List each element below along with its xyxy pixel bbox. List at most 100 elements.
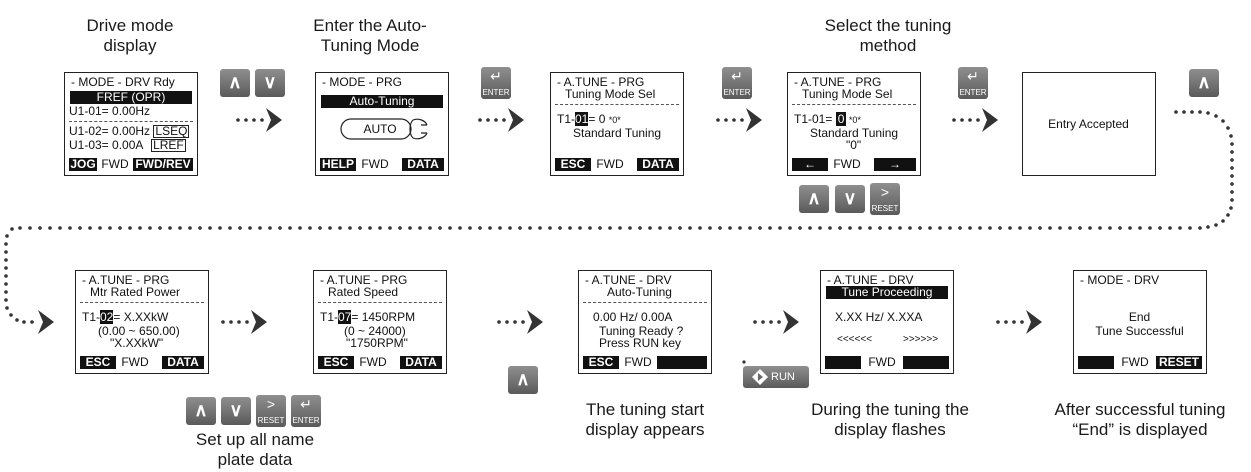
arrow-1 <box>236 108 282 132</box>
lcd-param-t1-01: T1-01= 0 *0* <box>557 112 621 126</box>
lcd-readout: X.XX Hz/ X.XXA <box>835 310 923 324</box>
lseq-indicator: LSEQ <box>153 124 190 138</box>
lcd-ready-prompt: Tuning Ready ? <box>599 324 684 338</box>
soft-key-data: DATA <box>162 356 204 369</box>
lcd-tuning-mode-sel: - A.TUNE - PRG Tuning Mode Sel T1-01= 0 … <box>550 72 684 176</box>
soft-keys: ESC FWD DATA <box>318 356 442 369</box>
up-key[interactable]: ∧ <box>220 69 250 97</box>
down-key[interactable]: ∨ <box>255 69 285 97</box>
lcd-param-t1-07: T1-07= 1450RPM <box>320 310 416 324</box>
soft-key-fwd: FWD <box>624 355 652 369</box>
lcd-monitor-u1-03: U1-03= 0.00A LREF <box>69 138 186 152</box>
soft-key-jog: JOG <box>69 157 97 171</box>
soft-key-fwd: FWD <box>833 157 861 171</box>
arrow-9 <box>996 310 1042 334</box>
soft-keys: ESC FWD <box>583 356 707 369</box>
lcd-divider <box>792 104 916 105</box>
lcd-default: "1750RPM" <box>346 336 408 350</box>
lcd-drive-mode-display: - MODE - DRV Rdy FREF (OPR) U1-01= 0.00H… <box>64 72 198 176</box>
soft-key-left-arrow: ← <box>792 158 828 171</box>
lcd-enter-autotune: - MODE - PRG Auto-Tuning AUTO HELP FWD D… <box>315 72 449 176</box>
lcd-divider <box>583 302 707 303</box>
lcd-tuning-mode-sel-edit: - A.TUNE - PRG Tuning Mode Sel T1-01= 0 … <box>787 72 921 176</box>
lcd-entry-accepted: Entry Accepted <box>1022 72 1156 176</box>
arrow-4 <box>952 108 998 132</box>
soft-key-data: DATA <box>402 158 444 171</box>
lcd-header: - A.TUNE - PRG <box>82 273 170 287</box>
lcd-tune-proceeding: - A.TUNE - DRV Tune Proceeding X.XX Hz/ … <box>820 270 954 374</box>
up-key[interactable]: ∧ <box>186 397 216 425</box>
reset-key[interactable]: >RESET <box>256 395 286 427</box>
lcd-default: "X.XXkW" <box>110 336 164 350</box>
lcd-divider <box>80 302 204 303</box>
run-key[interactable]: RUN <box>743 366 809 388</box>
soft-keys: ESC FWD DATA <box>555 158 679 171</box>
soft-key-fwd: FWD <box>361 157 389 171</box>
lcd-end: End <box>1128 310 1151 324</box>
soft-keys: HELP FWD DATA <box>320 158 444 171</box>
soft-keys: JOG FWD FWD/REV <box>69 158 193 171</box>
soft-key-blank <box>825 356 861 369</box>
lcd-tuning-ready: - A.TUNE - DRV Auto-Tuning 0.00 Hz/ 0.00… <box>578 270 712 374</box>
lcd-title: Tuning Mode Sel <box>565 87 656 101</box>
lcd-desc: Standard Tuning <box>573 126 662 140</box>
lcd-progress-right: >>>>>> <box>903 334 939 345</box>
lcd-divider <box>555 104 679 105</box>
reset-key[interactable]: >RESET <box>870 183 900 215</box>
soft-keys: ← FWD → <box>792 158 916 171</box>
lcd-header: - MODE - DRV <box>1080 273 1160 287</box>
lcd-range: (0 ~ 24000) <box>344 324 406 338</box>
lcd-highlight-bar: Auto-Tuning <box>321 95 443 108</box>
enter-key[interactable]: ↵ENTER <box>291 395 321 427</box>
down-key[interactable]: ∨ <box>835 185 865 213</box>
up-key[interactable]: ∧ <box>508 366 538 394</box>
lcd-rated-speed: - A.TUNE - PRG Rated Speed T1-07= 1450RP… <box>313 270 447 374</box>
soft-key-fwd: FWD <box>101 157 129 171</box>
soft-key-fwd: FWD <box>868 355 896 369</box>
lcd-title: Mtr Rated Power <box>90 285 181 299</box>
soft-key-fwd: FWD <box>359 355 387 369</box>
arrow-7 <box>497 310 543 334</box>
arrow-2 <box>478 108 524 132</box>
lcd-header: - A.TUNE - DRV <box>585 273 672 287</box>
lcd-param-t1-02: T1-02= X.XXkW <box>82 310 169 324</box>
soft-key-esc: ESC <box>583 356 619 369</box>
lcd-monitor-u1-02: U1-02= 0.00Hz LSEQ <box>69 124 190 138</box>
lcd-header: - A.TUNE - PRG <box>557 75 645 89</box>
enter-key[interactable]: ↵ENTER <box>958 67 988 99</box>
soft-keys: ESC FWD DATA <box>80 356 204 369</box>
lcd-param-t1-01: T1-01= 0 *0* <box>794 112 861 126</box>
lcd-range: (0.00 ~ 650.00) <box>98 324 180 338</box>
lcd-tune-successful: - MODE - DRV End Tune Successful FWD RES… <box>1073 270 1207 374</box>
lcd-title: Auto-Tuning <box>607 285 672 299</box>
enter-key[interactable]: ↵ENTER <box>481 67 511 99</box>
enter-key[interactable]: ↵ENTER <box>722 67 752 99</box>
lcd-monitor-u1-01: U1-01= 0.00Hz <box>69 104 151 118</box>
soft-key-blank <box>657 356 707 369</box>
lcd-desc-value: "0" <box>846 138 862 152</box>
lcd-run-prompt: Press RUN key <box>599 336 682 350</box>
lcd-success-msg: Tune Successful <box>1095 324 1184 338</box>
soft-key-fwd: FWD <box>121 355 149 369</box>
soft-key-blank <box>903 356 949 369</box>
run-icon <box>752 369 768 385</box>
lcd-highlight-bar: Tune Proceeding <box>826 286 948 299</box>
soft-key-reset: RESET <box>1156 356 1202 369</box>
lcd-header: - A.TUNE - DRV <box>827 273 914 287</box>
wrench-icon <box>340 118 428 140</box>
lcd-header: - MODE - DRV Rdy <box>71 75 175 89</box>
arrow-8 <box>753 310 799 334</box>
down-key[interactable]: ∨ <box>221 397 251 425</box>
soft-key-blank <box>1078 356 1114 369</box>
soft-key-data: DATA <box>637 158 679 171</box>
lcd-readout: 0.00 Hz/ 0.00A <box>593 310 673 324</box>
up-key[interactable]: ∧ <box>799 185 829 213</box>
lcd-mtr-rated-power: - A.TUNE - PRG Mtr Rated Power T1-02= X.… <box>75 270 209 374</box>
up-key[interactable]: ∧ <box>1189 69 1219 97</box>
auto-pill: AUTO <box>340 118 428 140</box>
lcd-header: - A.TUNE - PRG <box>320 273 408 287</box>
